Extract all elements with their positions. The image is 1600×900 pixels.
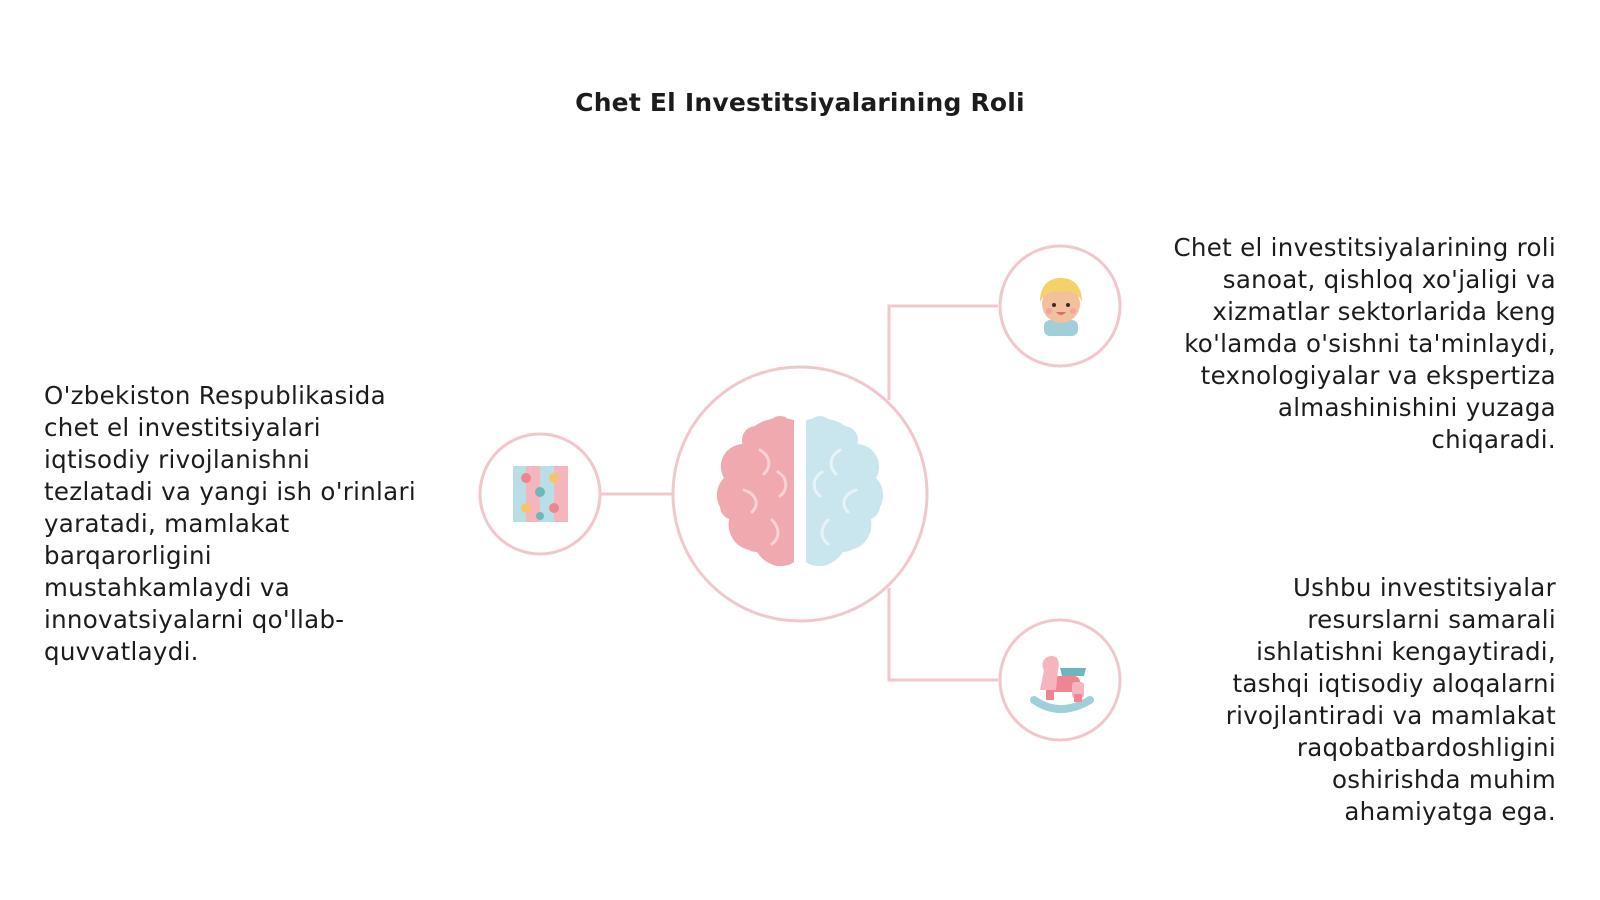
page-title: Chet El Investitsiyalarining Roli <box>575 88 1025 117</box>
connector-right-bottom <box>887 588 998 682</box>
right-top-description: Chet el investitsiyalarining roli sanoat… <box>1173 233 1556 454</box>
left-node <box>478 432 602 556</box>
center-node <box>671 365 929 623</box>
connector-lines <box>600 304 998 682</box>
brain-icon <box>716 416 884 566</box>
right-bottom-description: Ushbu investitsiyalar resurslarni samara… <box>1225 573 1556 826</box>
right-top-node <box>998 244 1122 368</box>
puzzle-icon <box>513 466 568 522</box>
child-face-icon <box>1040 278 1082 336</box>
left-description: O'zbekiston Respublikasida chet el inves… <box>44 381 416 666</box>
right-bottom-node <box>998 618 1122 742</box>
connector-right-top <box>887 304 998 400</box>
rocking-horse-icon <box>1030 656 1094 713</box>
